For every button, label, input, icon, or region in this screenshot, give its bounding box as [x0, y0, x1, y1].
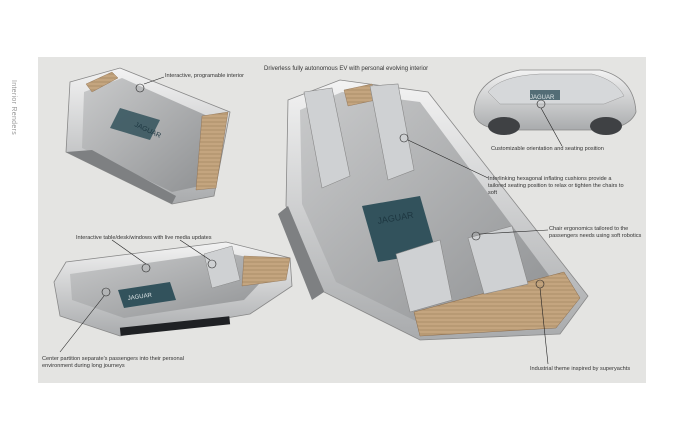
- note-interactive: Interactive, programable interior: [165, 73, 244, 79]
- render-top-right: [473, 69, 637, 135]
- note-table: Interactive table/desk/windows with live…: [76, 235, 212, 241]
- note-orientation: Customizable orientation and seating pos…: [491, 146, 604, 152]
- note-cushions: Interlinking hexagonal inflating cushion…: [488, 176, 624, 196]
- side-label: Interior Renders: [10, 80, 17, 135]
- note-partition: Center partition separate's passengers i…: [42, 356, 184, 369]
- note-industrial: Industrial theme inspired by superyachts: [530, 366, 631, 372]
- note-ergonomics: Chair ergonomics tailored to the passeng…: [549, 226, 642, 239]
- concept-title: Driverless fully autonomous EV with pers…: [264, 66, 429, 72]
- render-top-left: [65, 67, 231, 205]
- callout-lines: [59, 76, 563, 365]
- brand-logo: JAGUAR: [530, 95, 555, 101]
- render-center: [278, 79, 589, 341]
- brand-logo: JAGUAR: [127, 293, 153, 302]
- render-bottom-left: [53, 241, 293, 337]
